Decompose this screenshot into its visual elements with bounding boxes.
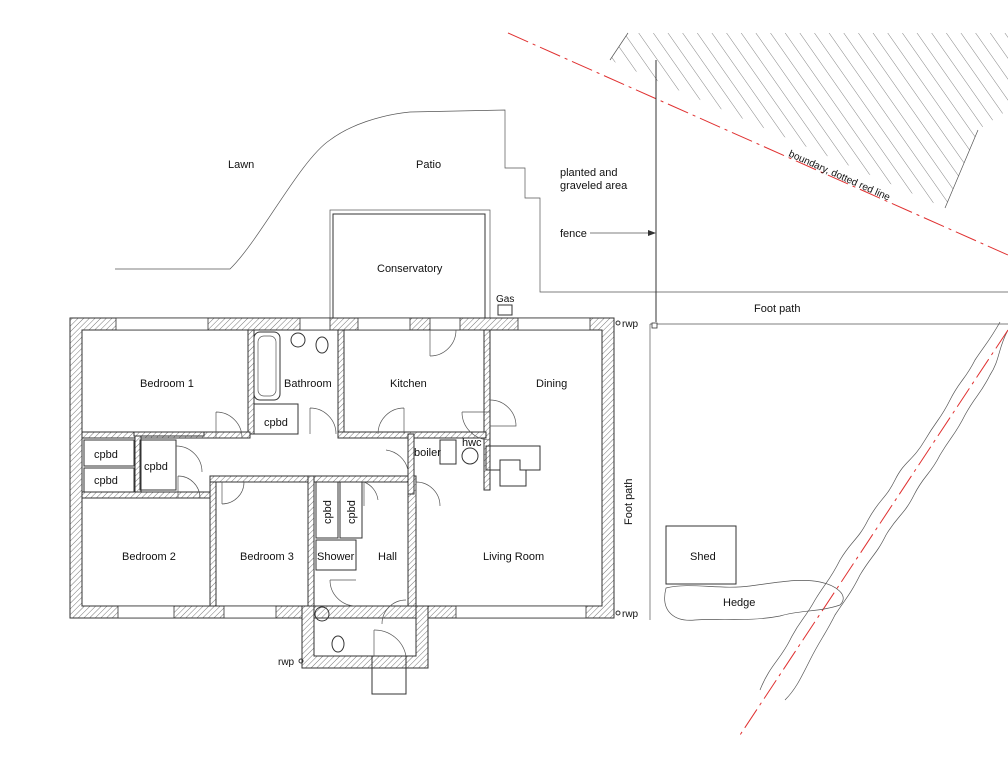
hedge-strip-right [784,329,1008,701]
cpbd-label-vert2: cpbd [346,500,358,524]
cpbd-label-bathroom: cpbd [264,417,288,429]
footpath-top-label: Foot path [754,303,800,315]
shed [665,525,737,585]
cpbd-label-vert1: cpbd [322,500,334,524]
cpbd-label-left2: cpbd [94,475,118,487]
conservatory-label: Conservatory [377,263,443,275]
cpbd-label-left1: cpbd [94,449,118,461]
rwp-marker [615,320,621,326]
fence-post [651,322,658,329]
fence-arrow-head [648,230,656,236]
rwp-marker [298,658,304,664]
bathroom-label: Bathroom [284,378,332,390]
fireplace [485,445,541,487]
bedroom3-label: Bedroom 3 [240,551,294,563]
hedge-strip-left [759,321,1001,691]
rwp-label-1: rwp [622,319,639,330]
hedge-label: Hedge [723,597,755,609]
bath-inner [257,335,277,397]
embankment-edge [609,32,979,209]
kitchen-label: Kitchen [390,378,427,390]
rwp-marker [615,610,621,616]
porch-wall [301,605,429,669]
boiler [439,439,457,465]
cupboards [83,403,363,571]
boundary-line [507,32,1008,256]
dining-label: Dining [536,378,567,390]
living-room-label: Living Room [483,551,544,563]
bedroom2-label: Bedroom 2 [122,551,176,563]
bedroom1-label: Bedroom 1 [140,378,194,390]
wc [315,336,329,354]
lawn-label: Lawn [228,159,254,171]
porch-basin [314,606,330,622]
cpbd-label-mid: cpbd [144,461,168,473]
hall-label: Hall [378,551,397,563]
shed-label: Shed [690,551,716,563]
fence-label: fence [560,228,587,240]
boiler-label: boiler [414,447,441,459]
boundary-line-lower [739,329,1008,736]
hwc-cylinder [461,447,479,465]
shower-label: Shower [317,551,355,563]
bath [253,331,281,401]
rwp-label-3: rwp [278,657,295,668]
planted-label-2: graveled area [560,180,628,192]
patio-label: Patio [416,159,441,171]
hwc-label: hwc [462,437,482,449]
basin [290,332,306,348]
gas-label: Gas [496,294,514,305]
embankment-hatch [610,33,1008,208]
door-swings [175,329,517,657]
gas-meter [497,304,513,316]
rwp-label-2: rwp [622,609,639,620]
porch-wc [331,635,345,653]
planted-label-1: planted and [560,167,618,179]
porch-step [371,655,407,695]
footpath-side-label: Foot path [623,479,635,525]
lawn-edge [115,109,1008,293]
hedge-outline [664,580,844,621]
windows [115,317,591,619]
